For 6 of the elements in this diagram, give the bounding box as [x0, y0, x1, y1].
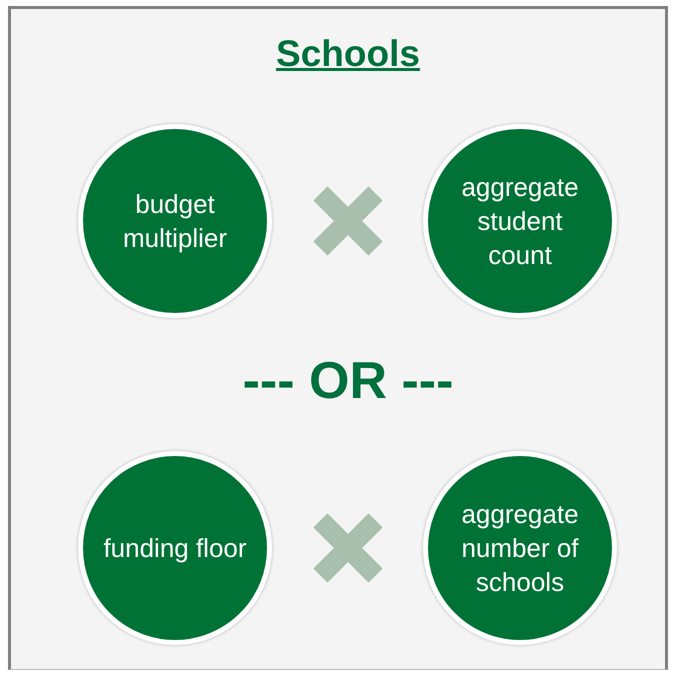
separator-text: --- OR --- [242, 351, 454, 411]
node-text: aggregate number of schools [460, 498, 580, 599]
node-text: budget multiplier [122, 188, 228, 255]
node-text: funding floor [102, 532, 248, 565]
title: Schools [276, 33, 420, 75]
node-text: aggregate student count [460, 171, 580, 272]
